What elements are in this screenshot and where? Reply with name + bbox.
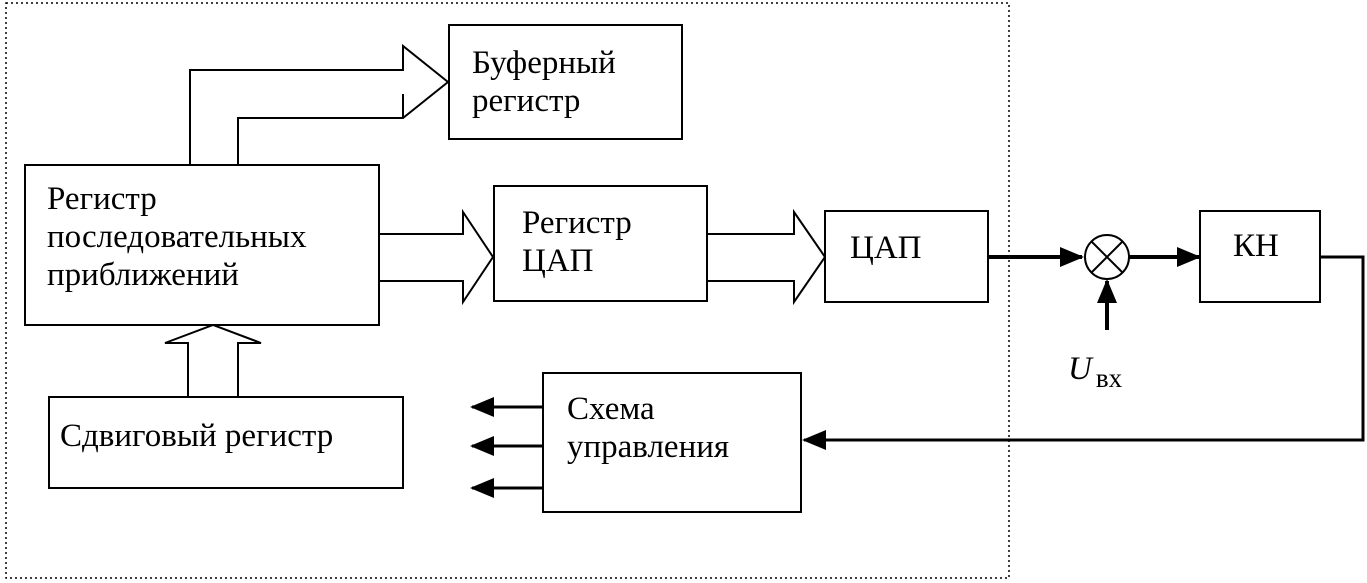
dac-register-label: Регистр ЦАП — [522, 205, 632, 279]
buffer-register-label: Буферный регистр — [472, 45, 616, 119]
comparator-label: КН — [1233, 228, 1279, 264]
sar-register-label: Регистр последовательных приближений — [47, 181, 307, 293]
control-circuit-label: Схема управления — [567, 391, 730, 465]
control-circuit-block — [542, 372, 802, 513]
bus-arrow-to-sar-register — [164, 323, 262, 396]
dac-label: ЦАП — [850, 230, 922, 266]
bus-arrow-to-buffer-register — [189, 43, 450, 165]
sar-register-block — [24, 164, 380, 326]
dac-block — [824, 210, 989, 303]
shift-register-label: Сдвиговый регистр — [60, 418, 334, 454]
comparator-block — [1199, 210, 1321, 303]
chip-boundary — [5, 2, 1010, 579]
comparator-feedback-line — [802, 255, 1365, 450]
summing-junction-icon — [1084, 234, 1130, 280]
bus-arrow-to-dac-register — [378, 208, 495, 306]
shift-register-block — [48, 396, 404, 489]
dac-register-block — [493, 185, 708, 302]
bus-arrow-to-dac — [707, 208, 827, 306]
buffer-register-block — [448, 24, 683, 140]
